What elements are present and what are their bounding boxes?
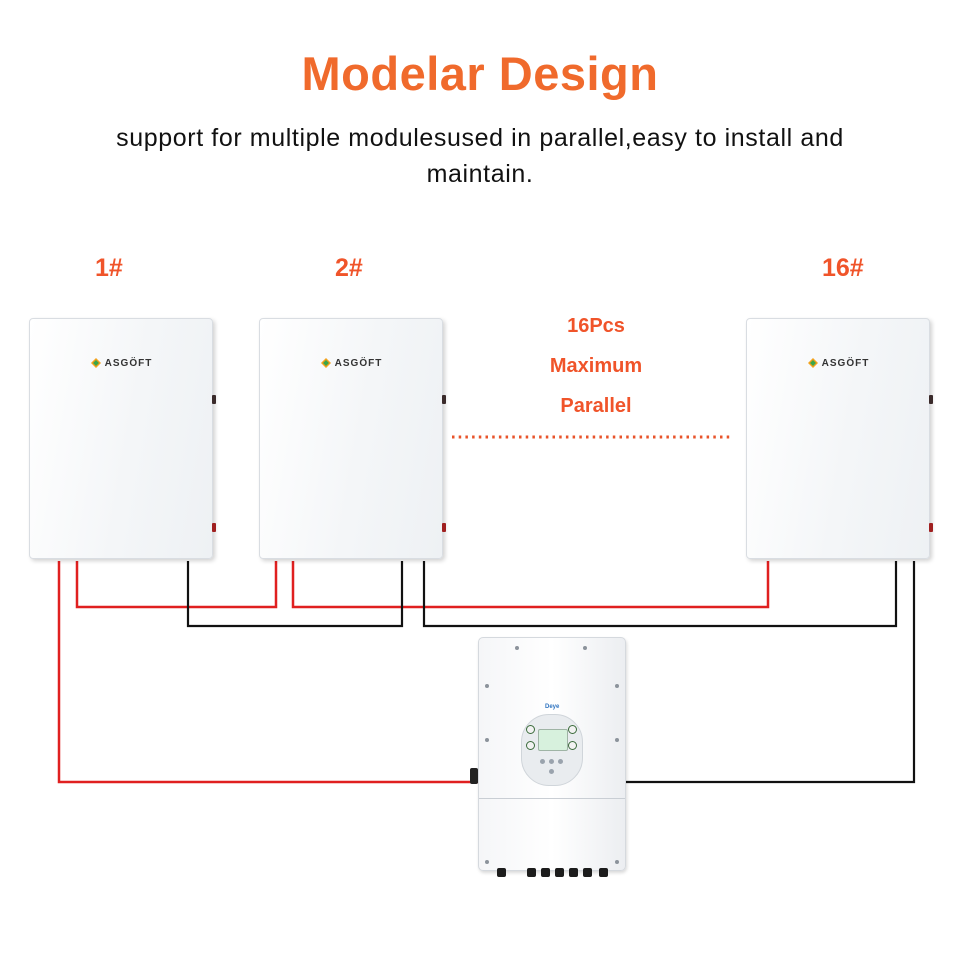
page-title: Modelar Design	[301, 47, 659, 100]
negative-wire-2-16	[422, 561, 898, 628]
battery-brand: ASGÖFT	[30, 357, 212, 369]
battery-brand: ASGÖFT	[260, 357, 442, 369]
inverter-dc-switch	[470, 768, 478, 784]
battery-port-top	[212, 395, 216, 404]
battery-module-1: ASGÖFT	[29, 318, 216, 559]
inverter-connector	[569, 868, 578, 877]
negative-wire-1-2	[186, 561, 404, 628]
battery-16-label: 16#	[822, 254, 864, 282]
parallel-maximum: Maximum	[549, 355, 643, 377]
inverter-connector	[583, 868, 592, 877]
positive-wire-main	[57, 561, 478, 784]
inverter-button	[549, 769, 554, 774]
inverter-screw	[615, 738, 619, 742]
status-indicator-icon	[568, 725, 577, 734]
inverter-connector	[555, 868, 564, 877]
inverter-cover-seam	[479, 798, 625, 799]
status-indicator-icon	[568, 741, 577, 750]
asgoft-logo-icon	[807, 358, 818, 368]
battery-module-2: ASGÖFT	[259, 318, 446, 559]
negative-wire-main	[624, 561, 916, 784]
battery-brand: ASGÖFT	[747, 357, 929, 369]
inverter-screw	[485, 860, 489, 864]
status-indicator-icon	[526, 725, 535, 734]
positive-wire-2-16	[291, 561, 770, 609]
inverter-button	[540, 759, 545, 764]
battery-module-16: ASGÖFT	[746, 318, 933, 559]
inverter-connector	[541, 868, 550, 877]
inverter-connector	[527, 868, 536, 877]
inverter-screw	[485, 738, 489, 742]
battery-brand-text: ASGÖFT	[104, 357, 153, 369]
inverter-screw	[615, 684, 619, 688]
battery-1-label: 1#	[95, 254, 123, 282]
inverter-screw	[583, 646, 587, 650]
asgoft-logo-icon	[90, 358, 101, 368]
battery-2-label: 2#	[335, 254, 363, 282]
inverter-brand: Deye	[545, 704, 560, 710]
battery-port-top	[442, 395, 446, 404]
status-indicator-icon	[526, 741, 535, 750]
inverter-display	[538, 729, 568, 751]
battery-brand-text: ASGÖFT	[334, 357, 383, 369]
hybrid-inverter: Deye	[470, 637, 626, 877]
inverter-screw	[485, 684, 489, 688]
battery-brand-text: ASGÖFT	[821, 357, 870, 369]
parallel-word: Parallel	[560, 395, 632, 417]
inverter-connector	[599, 868, 608, 877]
inverter-button	[558, 759, 563, 764]
inverter-screw	[615, 860, 619, 864]
battery-port-bottom	[212, 523, 216, 532]
parallel-count: 16Pcs	[567, 315, 625, 337]
inverter-connector	[497, 868, 506, 877]
inverter-control-panel	[521, 714, 583, 786]
asgoft-logo-icon	[320, 358, 331, 368]
inverter-screw	[515, 646, 519, 650]
inverter-button	[549, 759, 554, 764]
battery-port-bottom	[442, 523, 446, 532]
battery-port-bottom	[929, 523, 933, 532]
battery-port-top	[929, 395, 933, 404]
page-subtitle: support for multiple modulesused in para…	[116, 124, 844, 188]
positive-wire-1-2	[75, 561, 278, 609]
